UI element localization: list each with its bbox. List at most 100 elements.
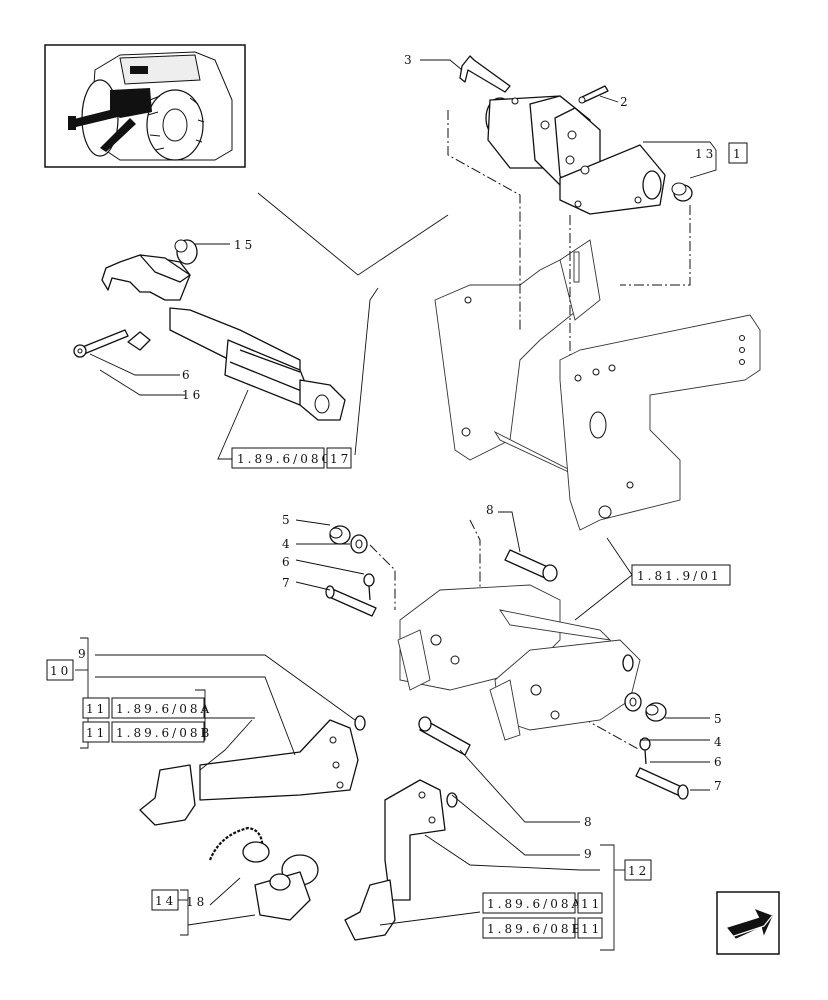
leader-18 <box>209 877 241 906</box>
ref-box-08a-left[interactable] <box>111 697 205 719</box>
bracket-10 <box>80 637 89 749</box>
ref-11a-left: 11 <box>86 702 107 716</box>
ref-08a-left[interactable]: 1.89.6/08A <box>116 702 212 716</box>
callout-1-box <box>728 142 748 164</box>
leader-6-left <box>295 559 365 575</box>
lower-hook-left <box>139 715 366 826</box>
ref-08c[interactable]: 1.89.6/08C <box>237 452 334 466</box>
linch-pin-6-top <box>127 331 151 351</box>
callout-10-box <box>46 659 74 681</box>
callout-9-left: 9 <box>78 647 89 661</box>
ref-08b-right[interactable]: 1.89.6/08B <box>487 922 583 936</box>
callout-14: 14 <box>155 894 176 908</box>
ref-11b-left: 11 <box>86 726 107 740</box>
ref-box-11b-left <box>82 721 110 743</box>
clip-2 <box>578 85 609 104</box>
leader-14 <box>187 914 256 926</box>
linch-pin-6-left <box>363 573 375 601</box>
top-link-assembly <box>101 254 346 421</box>
lower-link-cross-beam <box>397 584 641 741</box>
bracket-12 <box>600 844 615 951</box>
ref-819[interactable]: 1.81.9/01 <box>637 569 721 583</box>
callout-4-right: 4 <box>714 735 725 749</box>
callout-9-right: 9 <box>584 847 595 861</box>
callout-17: 17 <box>330 452 351 466</box>
leader-7-left <box>295 581 331 591</box>
ref-box-11a-left <box>82 697 110 719</box>
washer-4-left <box>350 534 368 554</box>
pin-7-right <box>635 767 689 800</box>
ref-08a-right[interactable]: 1.89.6/08A <box>487 897 583 911</box>
hitch-side-plates <box>434 239 761 531</box>
center-line <box>447 110 521 330</box>
callout-2: 2 <box>620 95 631 109</box>
ref-11a-right: 11 <box>581 897 602 911</box>
leader-2 <box>599 95 619 103</box>
callout-16: 16 <box>182 388 203 402</box>
callout-7-right: 7 <box>714 779 725 793</box>
pin-8-upper <box>504 549 558 582</box>
callout-14-box <box>151 889 179 911</box>
callout-8-lower: 8 <box>584 815 595 829</box>
tractor-rear-thumbnail-icon[interactable] <box>44 44 246 168</box>
leader-819b <box>606 537 633 576</box>
ball-end-14 <box>254 854 319 921</box>
callout-1: 1 <box>733 147 744 161</box>
next-page-arrow-icon[interactable] <box>716 891 780 955</box>
bushing-5-left <box>329 525 351 545</box>
linch-pin-6-right <box>639 737 651 765</box>
leader-9b-left <box>95 676 296 756</box>
callout-17-box <box>326 447 352 469</box>
leader-08b-left <box>199 719 253 771</box>
guide-line <box>354 287 379 456</box>
callout-6-left: 6 <box>282 555 293 569</box>
callout-5-left: 5 <box>282 513 293 527</box>
ref-08b-left[interactable]: 1.89.6/08B <box>116 726 212 740</box>
callout-10: 10 <box>50 664 71 678</box>
callout-4-left: 4 <box>282 537 293 551</box>
callout-7-left: 7 <box>282 576 293 590</box>
leader-08c <box>217 389 249 460</box>
bushing-5-right <box>645 702 667 722</box>
leader-9-left <box>95 654 356 721</box>
callout-18: 18 <box>186 895 207 909</box>
leader-3 <box>420 59 463 71</box>
bushing-13 <box>671 182 693 202</box>
pin-3 <box>459 55 511 93</box>
callout-15: 15 <box>234 238 255 252</box>
guide-line <box>257 192 449 276</box>
bracket-14 <box>180 889 189 936</box>
ref-11b-right: 11 <box>581 922 602 936</box>
callout-13: 13 <box>695 147 716 161</box>
ref-box-08c[interactable] <box>231 447 325 469</box>
lower-hook-right <box>344 779 458 941</box>
washer-4-right <box>624 692 642 712</box>
ref-box-11a-right <box>577 892 603 914</box>
callout-6-top: 6 <box>182 368 193 382</box>
leader-819 <box>574 574 633 621</box>
ref-box-08b-left[interactable] <box>111 721 205 743</box>
leader-13-1 <box>643 141 717 151</box>
center-line <box>369 544 396 610</box>
leader-9b-right <box>424 834 600 871</box>
ref-box-08b-right[interactable] <box>482 917 576 939</box>
pin-8-lower <box>418 716 471 756</box>
ref-box-819[interactable] <box>631 564 731 586</box>
leader-5-left <box>295 519 331 526</box>
leader-8-lower <box>459 749 580 823</box>
leader-6-top <box>89 353 180 376</box>
leader-16 <box>99 369 185 396</box>
leader-8-upper <box>498 511 521 553</box>
ref-box-08a-right[interactable] <box>482 892 576 914</box>
leader-13b <box>689 150 717 179</box>
callout-12: 12 <box>628 864 649 878</box>
pin-16 <box>73 329 129 358</box>
leader-08-right <box>379 911 481 926</box>
center-line <box>549 699 641 751</box>
bushing-15 <box>174 239 198 265</box>
callout-6-right: 6 <box>714 755 725 769</box>
callout-12-box <box>624 859 652 881</box>
center-line <box>620 205 691 286</box>
